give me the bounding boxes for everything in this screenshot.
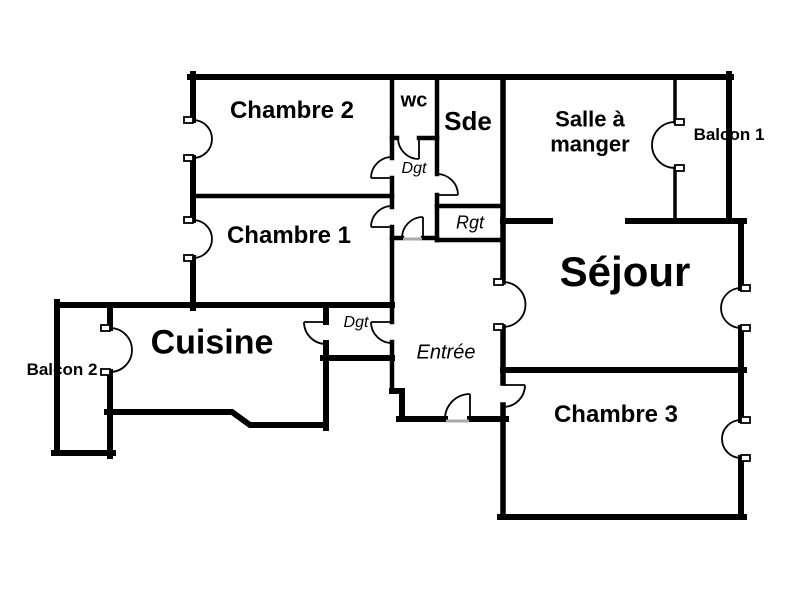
door-chambre1 <box>370 205 393 228</box>
window-sash-tick <box>183 154 194 162</box>
room-label-dgt-lower: Dgt <box>343 313 369 331</box>
room-label-entree: Entrée <box>416 341 476 364</box>
room-label-cuisine: Cuisine <box>150 323 274 362</box>
window-arcs <box>651 121 676 169</box>
door-cuisine <box>303 321 327 345</box>
door-sde <box>436 173 459 196</box>
room-label-balcon2: Balcon 2 <box>26 360 98 380</box>
room-label-rgt: Rgt <box>455 212 485 233</box>
window-sash-tick <box>740 454 751 462</box>
window-arcs <box>192 119 213 159</box>
room-label-chambre2: Chambre 2 <box>229 97 355 125</box>
room-label-wc: wc <box>400 89 428 112</box>
room-label-sde: Sde <box>444 106 492 137</box>
room-label-chambre3: Chambre 3 <box>553 401 679 429</box>
room-label-salle-a-manger: Salle à manger <box>550 106 630 157</box>
window-chambre3 <box>721 416 751 462</box>
window-arcs <box>192 219 213 259</box>
window-chambre1 <box>183 216 213 262</box>
window-arcs <box>720 287 742 329</box>
exterior-walls <box>51 71 747 520</box>
room-label-sejour: Séjour <box>559 247 691 295</box>
window-sash-tick <box>493 323 504 331</box>
wall-entree-step <box>389 388 405 422</box>
window-arcs <box>721 419 742 459</box>
door-entry-main <box>444 393 471 420</box>
window-sash-tick <box>183 254 194 262</box>
window-sash-tick <box>183 216 194 224</box>
window-sash-tick <box>100 368 111 376</box>
interior-walls <box>190 74 506 520</box>
doors <box>303 137 526 420</box>
window-arcs <box>502 281 527 328</box>
window-entree-sejour <box>493 278 527 331</box>
door-chambre2 <box>370 156 393 179</box>
room-label-dgt-upper: Dgt <box>401 159 427 177</box>
door-chambre3 <box>502 384 526 408</box>
window-sejour <box>720 284 751 332</box>
window-sash-tick <box>493 278 504 286</box>
window-sash-tick <box>674 118 685 126</box>
door-corridor-entree <box>401 216 424 239</box>
windows <box>100 116 751 462</box>
window-sash-tick <box>183 116 194 124</box>
window-salle-a-manger <box>651 118 685 172</box>
window-sash-tick <box>674 164 685 172</box>
room-label-balcon1: Balcon 1 <box>693 125 765 145</box>
window-cuisine <box>100 324 133 376</box>
window-sash-tick <box>100 324 111 332</box>
window-sash-tick <box>740 416 751 424</box>
room-label-chambre1: Chambre 1 <box>226 222 352 250</box>
window-sash-tick <box>740 284 751 292</box>
thresholds <box>403 237 469 423</box>
window-arcs <box>109 327 133 373</box>
door-dgt2-entree <box>370 321 393 344</box>
wall-cuisine-bottom <box>104 409 329 428</box>
door-wc <box>397 137 420 160</box>
window-sash-tick <box>740 324 751 332</box>
window-chambre2 <box>183 116 213 162</box>
